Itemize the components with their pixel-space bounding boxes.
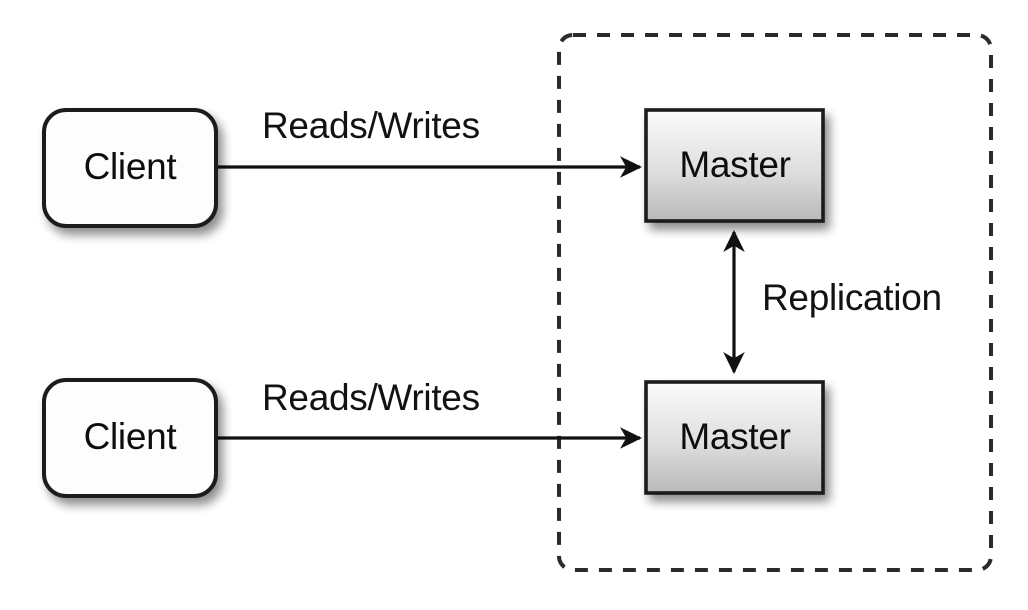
node-master-top[interactable]: Master <box>644 108 825 223</box>
node-master-bottom[interactable]: Master <box>644 380 825 495</box>
edge-client-bottom-to-master-bottom: Reads/Writes <box>216 377 642 449</box>
edge-label-replication: Replication <box>762 277 942 318</box>
edge-label-reads-writes-bottom: Reads/Writes <box>262 377 480 418</box>
master-top-label: Master <box>679 144 790 185</box>
node-client-top[interactable]: Client <box>42 108 218 228</box>
edge-label-reads-writes-top: Reads/Writes <box>262 105 480 146</box>
client-top-label: Client <box>84 146 178 187</box>
edge-master-replication: Replication <box>723 230 942 374</box>
master-bottom-shape <box>644 380 825 495</box>
node-client-bottom[interactable]: Client <box>42 378 218 498</box>
edge-client-top-to-master-top: Reads/Writes <box>216 105 642 178</box>
replication-cluster-boundary <box>557 33 993 572</box>
client-bottom-shape <box>42 378 218 498</box>
master-top-shape <box>644 108 825 223</box>
client-bottom-label: Client <box>84 416 178 457</box>
master-bottom-label: Master <box>679 416 790 457</box>
client-top-shape <box>42 108 218 228</box>
